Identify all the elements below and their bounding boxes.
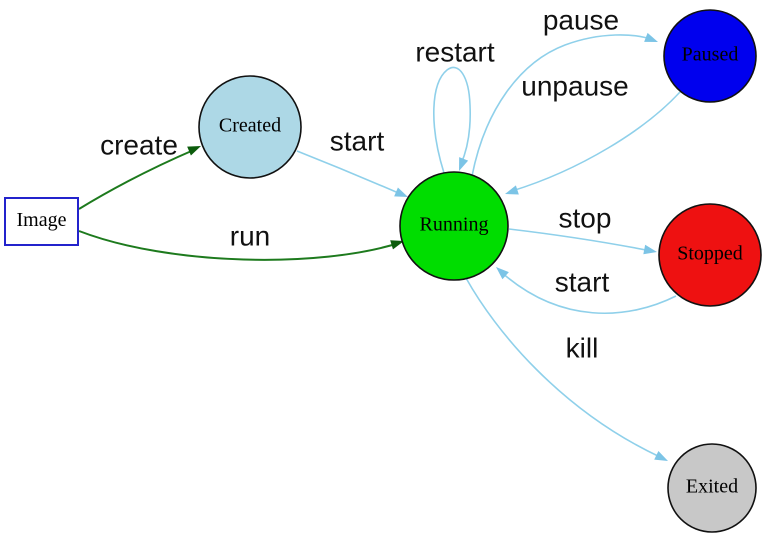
- node-created: Created: [198, 75, 302, 179]
- node-running: Running: [399, 171, 509, 281]
- edge-start-stopped-running: start: [496, 266, 677, 314]
- edge-restart: restart: [415, 36, 495, 174]
- node-shape-image: [4, 197, 79, 246]
- edge-label-restart: restart: [415, 36, 495, 67]
- node-label-image: Image: [17, 209, 67, 231]
- edge-line-kill: [465, 277, 661, 458]
- edge-label-stop: stop: [559, 202, 612, 233]
- edge-unpause: unpause: [505, 70, 681, 195]
- node-shape-paused: [663, 9, 757, 103]
- edge-create: create: [78, 129, 201, 210]
- arrowhead-icon-kill: [654, 450, 668, 461]
- edge-label-kill: kill: [566, 332, 599, 363]
- edge-start-created-running: start: [296, 125, 408, 197]
- edge-line-pause: [471, 34, 654, 177]
- edge-line-run: [78, 230, 400, 261]
- node-label-stopped: Stopped: [677, 243, 743, 265]
- node-shape-exited: [667, 443, 757, 533]
- edge-stop: stop: [508, 202, 657, 255]
- node-shape-running: [399, 171, 509, 281]
- edge-label-start-stopped-running: start: [555, 266, 610, 297]
- edge-label-unpause: unpause: [521, 70, 628, 101]
- arrowhead-icon-restart: [459, 157, 469, 171]
- node-label-exited: Exited: [686, 476, 738, 498]
- node-label-running: Running: [420, 214, 489, 236]
- node-shape-created: [198, 75, 302, 179]
- node-shape-stopped: [658, 203, 762, 307]
- arrowhead-icon-unpause: [505, 185, 519, 195]
- edge-pause: pause: [471, 4, 658, 177]
- arrowhead-icon-run: [390, 240, 404, 250]
- edge-line-start-stopped-running: [499, 270, 677, 314]
- edge-line-create: [78, 148, 197, 210]
- node-stopped: Stopped: [658, 203, 762, 307]
- edge-line-start-created-running: [296, 150, 404, 196]
- node-label-created: Created: [219, 115, 281, 137]
- arrowhead-icon-stop: [643, 244, 657, 255]
- node-image: Image: [4, 197, 79, 246]
- node-label-paused: Paused: [682, 44, 739, 66]
- edge-line-stop: [508, 228, 652, 252]
- node-exited: Exited: [667, 443, 757, 533]
- arrowhead-icon-create: [187, 146, 201, 156]
- arrowhead-icon-pause: [644, 32, 658, 42]
- edge-run: run: [78, 220, 404, 261]
- edge-label-run: run: [230, 220, 270, 251]
- edge-label-create: create: [100, 129, 178, 160]
- edge-line-unpause: [511, 91, 681, 192]
- arrowhead-icon-start-created-running: [394, 187, 408, 197]
- edge-kill: kill: [465, 277, 668, 461]
- edge-label-start-created-running: start: [330, 125, 385, 156]
- arrowhead-icon-start-stopped-running: [496, 267, 509, 280]
- edge-label-pause: pause: [543, 4, 619, 35]
- node-paused: Paused: [663, 9, 757, 103]
- edge-line-restart: [433, 66, 471, 174]
